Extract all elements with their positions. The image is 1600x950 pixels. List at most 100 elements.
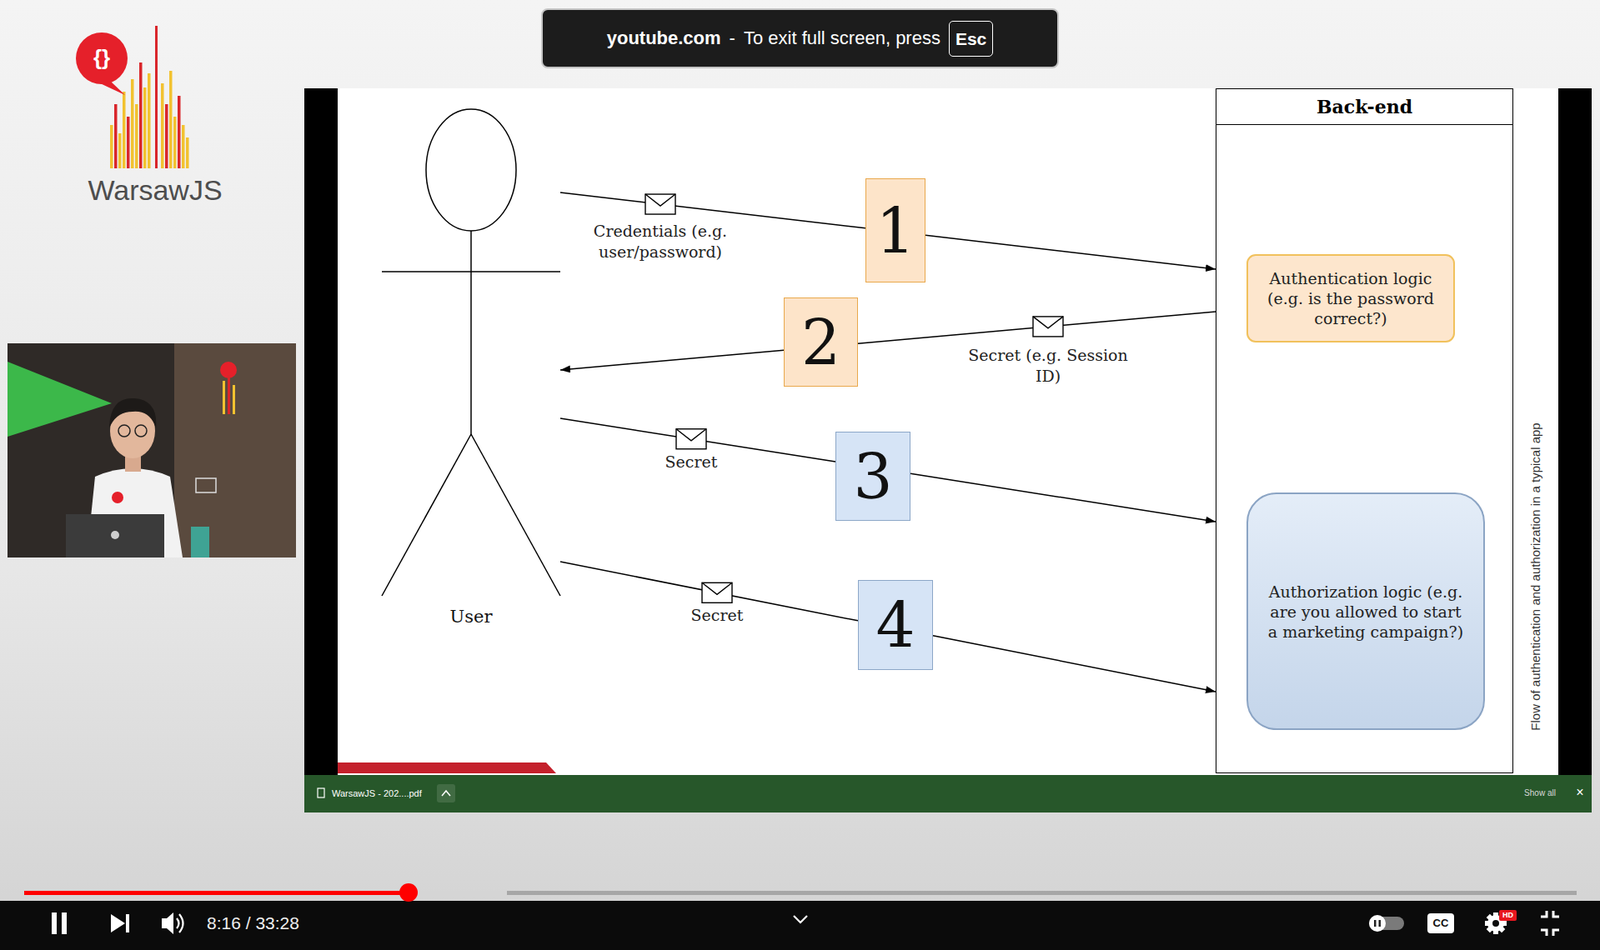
speaker-glasses <box>135 425 147 437</box>
site-name: youtube.com <box>606 27 722 50</box>
envelope-icon <box>702 582 733 603</box>
logic-text: Authorization logic (e.g. are you allowe… <box>1267 581 1465 643</box>
download-close: × <box>1572 784 1588 802</box>
connector-arrow <box>910 473 1216 522</box>
envelope-flap <box>676 429 707 442</box>
connector-arrow <box>932 636 1216 693</box>
figure-body <box>470 230 472 435</box>
speaker-webcam <box>7 343 296 558</box>
figure-leg <box>381 434 472 597</box>
progress-scrubber <box>399 883 418 903</box>
skyline-bar <box>177 95 181 169</box>
logo-braces: {} <box>76 44 127 71</box>
speaker-hair <box>109 398 156 429</box>
banner-logo-bar <box>227 375 231 415</box>
logic-box: Authorization logic (e.g. are you allowe… <box>1246 492 1485 731</box>
download-menu-button <box>436 784 456 803</box>
connector-arrow <box>560 350 784 371</box>
figure-arms <box>381 270 561 273</box>
user-actor: User <box>381 106 561 628</box>
slide-progress-marker <box>337 762 557 774</box>
gear-hole <box>1492 920 1500 928</box>
autoplay-pause <box>1379 920 1382 928</box>
step-number: 3 <box>852 446 893 508</box>
skyline-bar <box>169 70 173 169</box>
autoplay-knob <box>1369 915 1386 933</box>
skyline-bar <box>143 87 147 169</box>
step-box: 4 <box>857 580 933 671</box>
logo-bubble-tail <box>100 80 126 96</box>
step-number: 2 <box>801 311 841 374</box>
edge-label: Secret <box>682 605 753 627</box>
banner-green-wedge <box>7 361 112 437</box>
laptop <box>65 514 165 558</box>
download-show-all: Show all <box>1519 787 1561 800</box>
volume-icon <box>161 912 174 935</box>
envelope-flap <box>1033 316 1064 329</box>
envelope-body <box>645 194 676 215</box>
backend-container: Back-endAuthentication logic (e.g. is th… <box>1215 88 1514 774</box>
skyline-bar <box>139 62 143 169</box>
skyline-bar <box>130 79 135 169</box>
envelope-body <box>702 582 733 603</box>
gear-tooth <box>1484 921 1507 927</box>
volume-wave <box>179 914 184 933</box>
skyline-bar <box>181 125 186 169</box>
logic-text: Authentication logic (e.g. is the passwo… <box>1256 268 1445 329</box>
skyline-bar <box>126 116 131 169</box>
skyline-bar <box>173 116 177 169</box>
volume-wave <box>176 918 180 929</box>
logo-bubble <box>75 32 128 85</box>
banner-icon <box>195 478 216 493</box>
skyline-bar <box>110 125 114 169</box>
autoplay-pause <box>1374 920 1377 928</box>
file-icon <box>317 788 325 798</box>
time-display: 8:16 / 33:28 <box>206 912 300 935</box>
envelope-body <box>676 429 707 450</box>
separator: - <box>729 27 736 50</box>
skyline-bar <box>114 104 118 169</box>
webcam-banner <box>174 343 296 558</box>
envelope-flap <box>702 582 733 595</box>
glass-cup <box>190 526 210 558</box>
shirt-logo <box>111 491 124 504</box>
fullscreen-notice: youtube.com-To exit full screen, pressEs… <box>541 8 1059 69</box>
chevron-down <box>793 916 808 923</box>
envelope-body <box>1033 316 1064 337</box>
step-box: 1 <box>865 178 926 283</box>
webcam-backdrop <box>7 343 296 558</box>
skyline-bar <box>135 104 139 169</box>
envelope-icon <box>1033 316 1064 337</box>
skyline-bar <box>160 83 165 169</box>
pause-icon-bar <box>51 912 57 935</box>
download-bar <box>304 775 1592 813</box>
step-box: 3 <box>835 431 911 522</box>
pause-icon-bar <box>61 912 67 935</box>
download-menu-chevron <box>441 791 451 797</box>
container-heading: Back-end <box>1216 89 1513 126</box>
slide-side-caption: Flow of authentication and authorization… <box>1527 385 1545 769</box>
skyline-bar <box>118 133 122 169</box>
envelope-icon <box>676 429 707 450</box>
next-icon <box>110 914 126 933</box>
figure-leg <box>471 434 561 597</box>
stick-figure <box>381 106 561 628</box>
figure-head <box>426 109 517 231</box>
skyline-bar <box>147 73 151 169</box>
hd-badge: HD <box>1499 910 1517 922</box>
laptop-logo <box>110 531 120 540</box>
next-icon-bar <box>125 914 130 933</box>
edge-label: Secret <box>656 451 727 473</box>
captions-button: CC <box>1427 913 1455 934</box>
edge-label: Secret (e.g. Session ID) <box>963 345 1134 387</box>
step-number: 4 <box>875 594 915 657</box>
download-file-name: WarsawJS - 202....pdf <box>331 787 422 800</box>
envelope-icon <box>645 194 676 215</box>
notice-text: To exit full screen, press <box>743 27 941 50</box>
step-box: 2 <box>783 297 858 387</box>
progress-played <box>24 891 409 896</box>
skyline-bar <box>185 137 190 169</box>
banner-logo-bar <box>222 381 226 415</box>
